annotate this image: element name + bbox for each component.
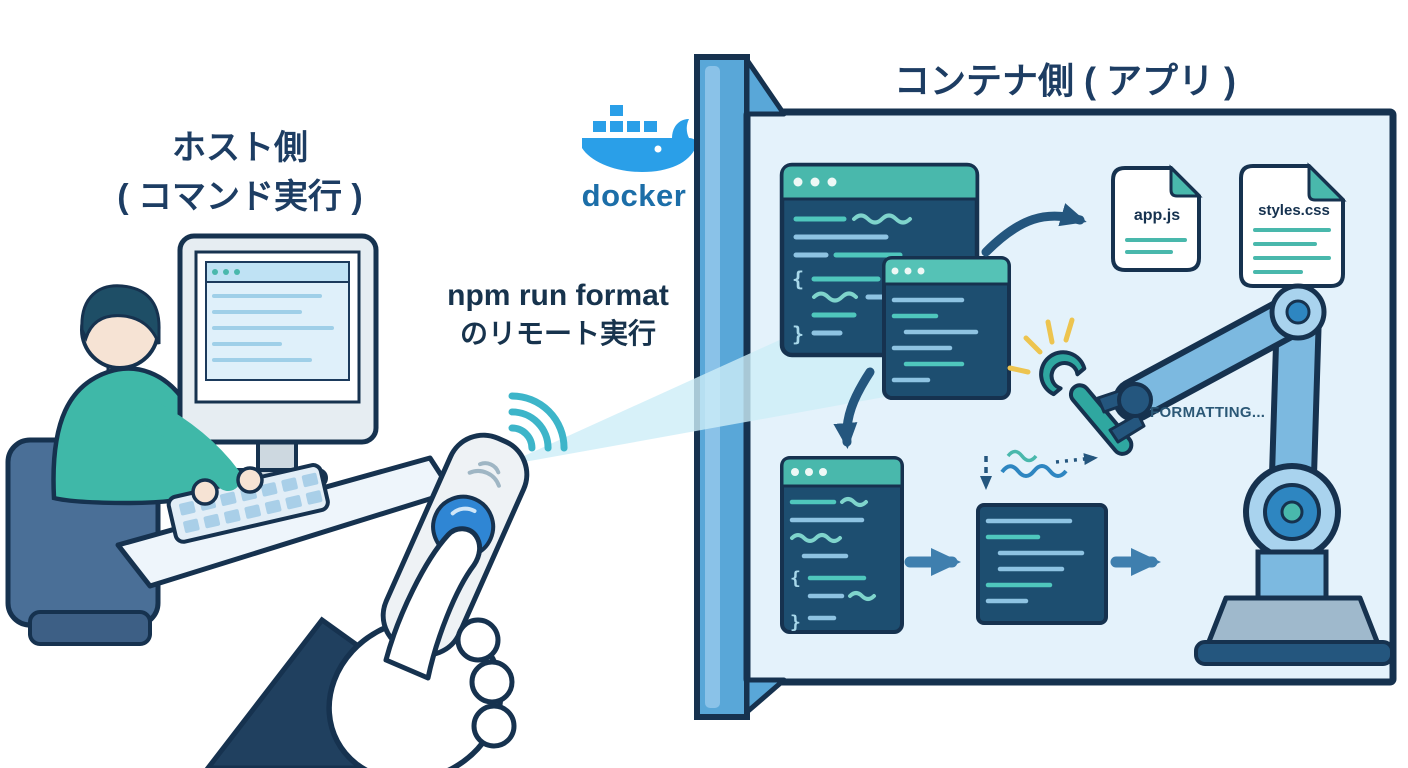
knuckle	[455, 617, 501, 663]
arrow-down-to-window	[833, 367, 875, 449]
arrow-to-files	[981, 203, 1087, 257]
app-js-file-icon	[1111, 164, 1203, 272]
code-editor-window-3: { }	[780, 456, 904, 634]
remote-exec-line2: のリモート実行	[459, 317, 656, 349]
knuckle	[471, 703, 517, 749]
sparkle-icon	[1007, 317, 1075, 375]
remote-exec-label: npm run format のリモート実行	[398, 276, 718, 353]
formatting-status-label: FORMATTING...	[1150, 404, 1266, 421]
code-brace-open: {	[790, 568, 801, 589]
index-finger	[383, 526, 483, 681]
code-editor-window-2	[882, 256, 1011, 400]
host-side-line2: ( コマンド実行 )	[117, 178, 363, 217]
host-side-label: ホスト側 ( コマンド実行 )	[40, 124, 440, 223]
app-js-filename: app.js	[1133, 207, 1181, 224]
fist	[326, 616, 504, 768]
keyboard	[166, 463, 330, 544]
remote-exec-line1: npm run format	[447, 279, 669, 312]
docker-whale-icon	[582, 103, 697, 172]
file-fold	[1307, 162, 1347, 202]
styles-css-filename: styles.css	[1258, 202, 1330, 219]
person-hair	[80, 284, 161, 345]
robot-arm	[1113, 283, 1394, 666]
code-brace-open: {	[792, 267, 804, 291]
code-brace-close: }	[792, 322, 804, 346]
knuckle	[469, 659, 515, 705]
file-fold	[1169, 164, 1203, 198]
person-arm	[135, 399, 264, 506]
styles-css-file-icon	[1239, 162, 1347, 288]
code-block-4	[976, 503, 1108, 625]
code-brace-close: }	[790, 612, 801, 633]
annotation-squiggles	[980, 449, 1098, 490]
hand-with-remote	[204, 432, 530, 768]
robot-base	[1194, 549, 1394, 666]
host-side-line1: ホスト側	[172, 129, 308, 167]
robot-gripper	[1096, 382, 1153, 444]
container-side-title: コンテナ側 ( アプリ )	[894, 60, 1236, 101]
docker-wordmark: docker	[581, 178, 687, 213]
